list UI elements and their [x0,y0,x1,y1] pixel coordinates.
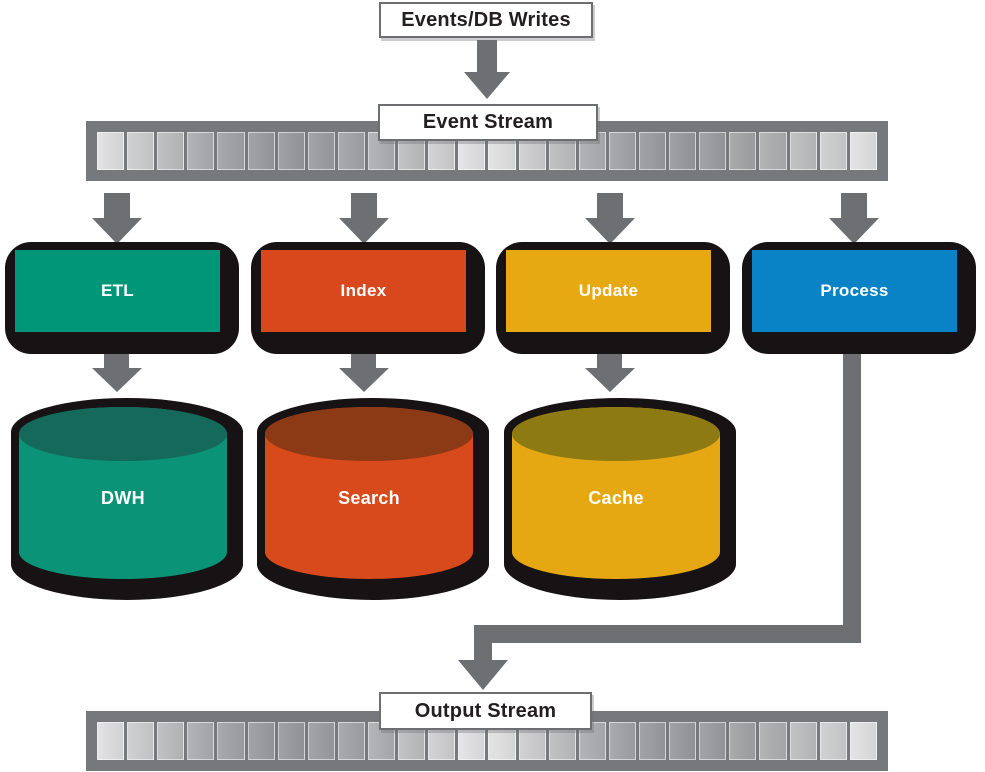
stream-segment [157,132,185,170]
stream-segment [669,132,697,170]
process-to-output-connector-vertical [843,346,861,636]
dwh-cylinder: DWH [7,392,247,608]
etl-box: ETL [5,242,239,354]
search-cylinder-graphic [257,398,489,600]
stream-to-process-arrow-head [829,218,879,244]
stream-segment [669,722,697,760]
stream-segment [638,722,667,760]
stream-segment [729,722,757,760]
stream-segment [187,722,215,760]
output-stream-label: Output Stream [379,692,592,730]
process-to-output-connector-horizontal [474,625,861,643]
stream-segment [127,722,155,760]
cache-cylinder-graphic [504,398,736,600]
stream-segment [277,722,305,760]
stream-segment [699,132,727,170]
search-cylinder: Search [253,392,493,608]
stream-segment [247,132,275,170]
stream-segment [157,722,185,760]
update-box: Update [496,242,730,354]
stream-segment [608,132,636,170]
stream-segment [217,722,245,760]
cache-label: Cache [588,488,644,508]
cache-cylinder: Cache [500,392,740,608]
process-box: Process [742,242,976,354]
stream-segments [97,132,877,170]
stream-to-process-arrow-shaft [841,193,867,220]
update-box-fill: Update [506,250,711,332]
event-stream-label: Event Stream [378,104,598,141]
stream-segment [789,722,817,760]
stream-segment [217,132,245,170]
dwh-label: DWH [101,488,145,508]
stream-segment [638,132,667,170]
dwh-cylinder-graphic [11,398,243,600]
stream-segment [849,722,877,760]
stream-segment [759,132,787,170]
stream-to-index-arrow-shaft [351,193,377,220]
event-stream-text: Event Stream [422,111,554,133]
etl-box-label: ETL [100,281,134,300]
update-to-cache-arrow-head [585,368,635,392]
stream-segment [127,132,155,170]
dwh-cylinder-top [19,407,227,461]
stream-to-update-arrow-head [585,218,635,244]
index-box-fill: Index [261,250,466,332]
etl-box-fill: ETL [15,250,220,332]
stream-segment [819,722,847,760]
stream-segment [307,132,335,170]
stream-segment [337,132,365,170]
stream-segment [729,132,757,170]
index-box: Index [251,242,485,354]
stream-segment [97,722,125,760]
search-cylinder-top [265,407,473,461]
index-to-search-arrow-head [339,368,389,392]
stream-segment [187,132,215,170]
source-to-stream-arrow-shaft [477,40,497,74]
stream-segment [277,132,305,170]
stream-to-update-arrow-shaft [597,193,623,220]
etl-to-dwh-arrow-head [92,368,142,392]
stream-segment [97,132,125,170]
stream-segment [247,722,275,760]
search-label: Search [338,488,400,508]
update-box-label: Update [578,281,639,300]
events-db-writes-text: Events/DB Writes [401,8,571,31]
source-to-stream-arrow-head [464,72,510,99]
cache-cylinder-top [512,407,720,461]
stream-to-index-arrow-head [339,218,389,244]
stream-segment [307,722,335,760]
stream-segments [97,722,877,760]
stream-to-etl-arrow-shaft [104,193,130,220]
stream-segment [789,132,817,170]
stream-segment [849,132,877,170]
index-box-label: Index [340,281,387,300]
process-to-output-connector-drop [474,640,492,662]
process-box-fill: Process [752,250,957,332]
stream-to-etl-arrow-head [92,218,142,244]
process-box-label: Process [820,281,889,300]
events-db-writes-label: Events/DB Writes [379,2,593,38]
stream-segment [759,722,787,760]
stream-segment [337,722,365,760]
stream-segment [608,722,636,760]
stream-segment [819,132,847,170]
process-to-output-arrow-head [458,660,508,690]
output-stream-text: Output Stream [414,699,557,722]
stream-segment [699,722,727,760]
